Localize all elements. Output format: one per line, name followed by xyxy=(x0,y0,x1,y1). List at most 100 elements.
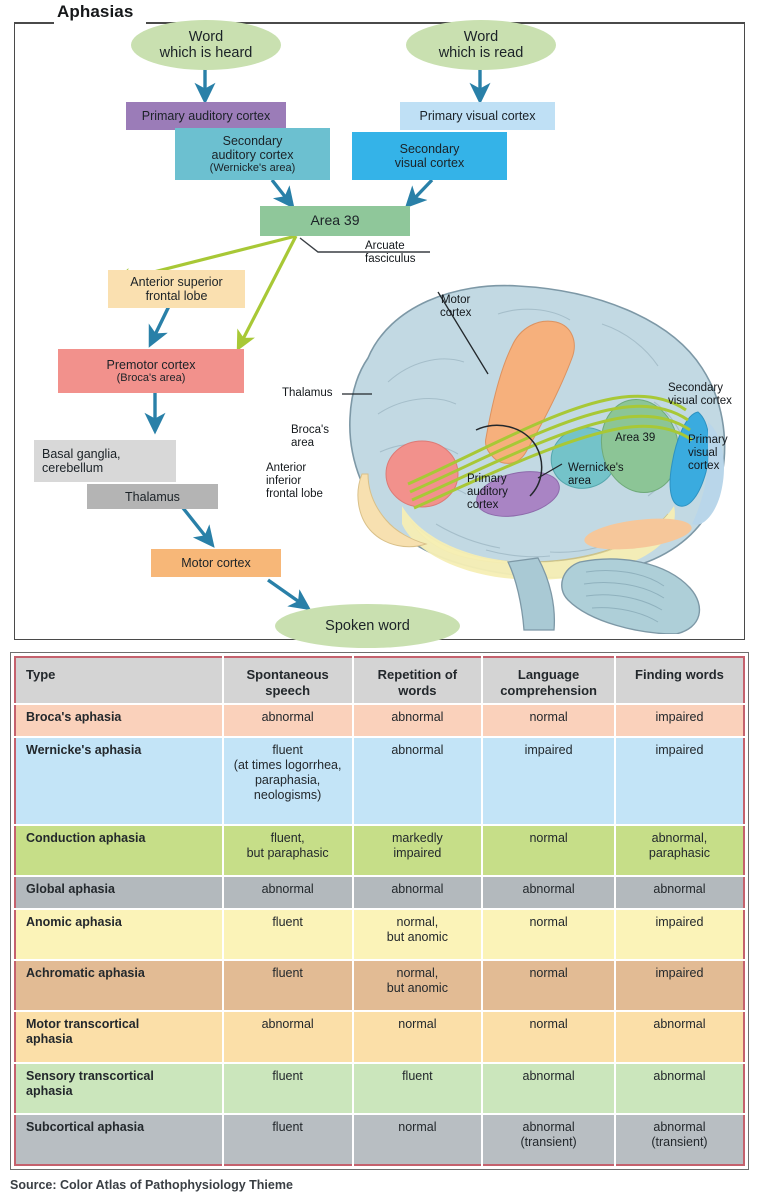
area39-leader-line xyxy=(299,237,430,253)
flow-node-label: Word which is read xyxy=(438,28,524,61)
cell-value: impaired xyxy=(614,737,744,826)
flow-node-sublabel: (Broca's area) xyxy=(116,371,186,384)
page-title: Aphasias xyxy=(57,2,134,21)
cell-value: fluent (at times logorrhea, paraphasia, … xyxy=(222,737,354,826)
flow-node-basal-ganglia: Basal ganglia, cerebellum xyxy=(34,440,176,482)
cell-value: markedly impaired xyxy=(352,824,484,878)
cell-value: abnormal xyxy=(222,1011,354,1064)
flow-node-label: Basal ganglia, cerebellum xyxy=(42,447,121,475)
flow-node-secondary-auditory-cortex: Secondary auditory cortex (Wernicke's ar… xyxy=(175,128,330,180)
column-header-type: Type xyxy=(15,657,224,706)
cell-value: normal, but anomic xyxy=(352,908,484,962)
cell-value: abnormal xyxy=(352,704,484,739)
cell-value: fluent, but paraphasic xyxy=(222,824,354,878)
brain-label-motor-cortex: Motor cortex xyxy=(440,294,472,319)
cell-value: abnormal xyxy=(352,876,484,910)
column-header-comprehension: Language comprehension xyxy=(482,657,616,706)
cell-value: abnormal xyxy=(614,876,744,910)
column-header-finding-words: Finding words xyxy=(614,657,744,706)
flow-node-primary-visual-cortex: Primary visual cortex xyxy=(400,102,555,130)
cell-value: fluent xyxy=(222,1113,354,1165)
cell-aphasia-type: Achromatic aphasia xyxy=(15,960,224,1013)
flow-node-secondary-visual-cortex: Secondary visual cortex xyxy=(352,132,507,180)
cerebellum-folia xyxy=(583,570,665,623)
brain-label-brocas-area: Broca's area xyxy=(291,424,329,449)
cell-value: normal xyxy=(482,824,616,878)
brocas-area-region xyxy=(385,440,459,508)
cell-value: normal, but anomic xyxy=(352,960,484,1013)
flow-node-label: Anterior superior frontal lobe xyxy=(130,275,223,303)
cell-value: impaired xyxy=(614,704,744,739)
cell-value: abnormal xyxy=(614,1062,744,1115)
brain-label-wernickes-area: Wernicke's area xyxy=(568,462,624,487)
area39-region xyxy=(600,398,680,494)
aphasia-table-container: Type Spontaneous speech Repetition of wo… xyxy=(10,652,749,1170)
cell-value: abnormal xyxy=(482,876,616,910)
cell-aphasia-type: Anomic aphasia xyxy=(15,908,224,962)
cell-value: abnormal xyxy=(614,1011,744,1064)
cell-value: normal xyxy=(482,704,616,739)
flow-node-primary-auditory-cortex: Primary auditory cortex xyxy=(126,102,286,130)
cell-aphasia-type: Global aphasia xyxy=(15,876,224,910)
cell-value: fluent xyxy=(222,1062,354,1115)
cell-value: impaired xyxy=(614,908,744,962)
cell-value: abnormal (transient) xyxy=(482,1113,616,1165)
brain-label-thalamus: Thalamus xyxy=(282,387,333,399)
aphasia-comparison-table: Type Spontaneous speech Repetition of wo… xyxy=(14,656,745,1166)
brain-label-area-39: Area 39 xyxy=(615,432,656,444)
cell-value: impaired xyxy=(482,737,616,826)
flowchart-arrows xyxy=(111,69,491,611)
flow-node-label: Thalamus xyxy=(125,489,180,504)
cell-value: abnormal xyxy=(222,876,354,910)
occipital-strip xyxy=(584,518,692,550)
flow-node-label: Primary visual cortex xyxy=(419,109,536,123)
cell-value: abnormal, paraphasic xyxy=(614,824,744,878)
flow-node-sublabel: (Wernicke's area) xyxy=(209,161,296,174)
arcuate-fasciculus-fibers xyxy=(407,394,693,510)
anterior-inferior-frontal-lobe-region xyxy=(357,473,428,548)
flow-node-label: Primary auditory cortex xyxy=(141,109,271,123)
flow-node-label: Secondary auditory cortex xyxy=(211,133,294,162)
flow-node-label: Secondary visual cortex xyxy=(394,142,465,170)
flow-node-word-heard: Word which is heard xyxy=(131,20,281,70)
cell-value: normal xyxy=(482,1011,616,1064)
table-header-row: Type Spontaneous speech Repetition of wo… xyxy=(15,657,744,706)
cell-value: fluent xyxy=(222,960,354,1013)
brain-leader-lines xyxy=(342,291,563,479)
flow-node-thalamus: Thalamus xyxy=(87,484,218,509)
flow-node-label: Area 39 xyxy=(310,212,360,229)
cell-aphasia-type: Wernicke's aphasia xyxy=(15,737,224,826)
flow-node-label: Motor cortex xyxy=(181,556,251,570)
flow-node-area-39: Area 39 xyxy=(260,206,410,236)
cell-value: normal xyxy=(482,908,616,962)
cell-aphasia-type: Broca's aphasia xyxy=(15,704,224,739)
cell-value: abnormal xyxy=(222,704,354,739)
cell-aphasia-type: Subcortical aphasia xyxy=(15,1113,224,1165)
brain-label-arcuate-fasciculus: Arcuate fasciculus xyxy=(365,240,416,265)
flow-node-word-read: Word which is read xyxy=(406,20,556,70)
brainstem-shape xyxy=(507,557,556,631)
cell-value: fluent xyxy=(222,908,354,962)
cell-value: abnormal xyxy=(482,1062,616,1115)
brain-label-primary-auditory-cortex: Primary auditory cortex xyxy=(467,473,508,511)
primary-visual-region xyxy=(692,422,724,525)
brain-illustration: Arcuate fasciculus Motor cortex Thalamus… xyxy=(250,240,750,635)
cell-value: abnormal xyxy=(352,737,484,826)
brain-label-anterior-inferior-frontal-lobe: Anterior inferior frontal lobe xyxy=(266,462,323,500)
cell-value: normal xyxy=(352,1113,484,1165)
flow-node-premotor-cortex: Premotor cortex (Broca's area) xyxy=(58,349,244,393)
flow-node-anterior-superior-frontal-lobe: Anterior superior frontal lobe xyxy=(108,270,245,308)
cell-aphasia-type: Sensory transcortical aphasia xyxy=(15,1062,224,1115)
source-citation: Source: Color Atlas of Pathophysiology T… xyxy=(10,1178,293,1192)
frame-border-top-left xyxy=(14,22,54,24)
cell-aphasia-type: Motor transcortical aphasia xyxy=(15,1011,224,1064)
